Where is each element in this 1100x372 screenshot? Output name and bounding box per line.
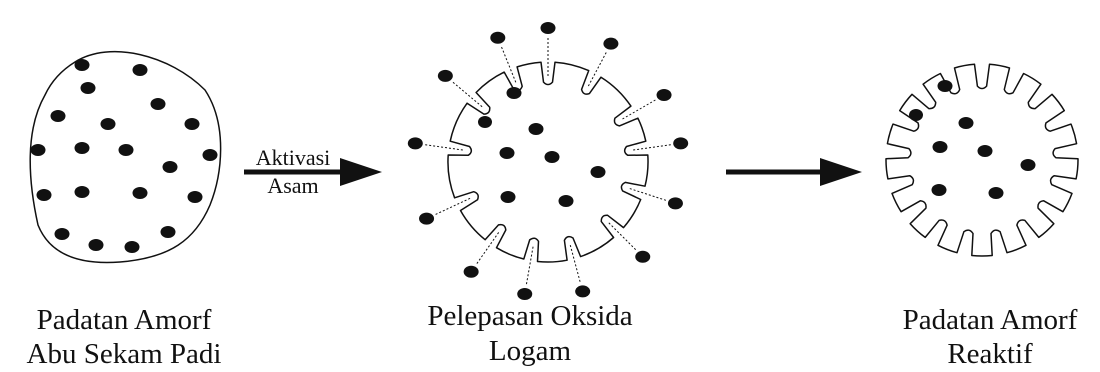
released-oxide-dot: [575, 285, 591, 298]
arrow-label-bottom: Asam: [267, 173, 319, 198]
stage-2-caption-line2: Logam: [488, 335, 572, 367]
released-oxide-dot: [603, 37, 619, 50]
released-oxide-dot: [667, 197, 683, 210]
stage-1-caption-line1: Padatan Amorf: [36, 304, 212, 336]
stage-2-caption-line1: Pelepasan Oksida: [427, 300, 633, 332]
released-oxide-dot: [463, 265, 479, 278]
release-path: [525, 246, 534, 285]
released-oxide-dot: [673, 137, 689, 150]
remaining-oxide-dots: [909, 80, 1036, 199]
activation-arrow: [244, 158, 382, 186]
metal-oxide-dots: [30, 59, 218, 253]
released-oxide-dot: [437, 69, 453, 82]
stage-3-particle: [885, 63, 1079, 257]
released-oxide-dot: [656, 89, 672, 101]
stage-2-particle: [407, 22, 689, 300]
released-oxide-dot: [419, 212, 435, 225]
released-oxide-dot: [635, 250, 651, 263]
released-oxide-dot: [490, 31, 506, 44]
release-path: [629, 188, 667, 201]
second-arrow: [726, 158, 862, 186]
released-oxide-dots: [407, 22, 689, 300]
released-oxide-dot: [540, 22, 556, 34]
released-oxide-dot: [407, 137, 423, 150]
stage-1-particle: [29, 50, 222, 264]
release-path: [501, 46, 517, 83]
stage-3-caption-line2: Reaktif: [947, 338, 1033, 370]
stage-3-caption-line1: Padatan Amorf: [902, 304, 1078, 336]
amorphous-particle-outline: [29, 50, 222, 264]
release-path: [633, 144, 671, 151]
reactive-particle-outline: [885, 63, 1079, 257]
release-path: [425, 144, 463, 151]
arrow-label-top: Aktivasi: [255, 145, 331, 170]
stage-1-caption-line2: Abu Sekam Padi: [26, 338, 222, 370]
inner-oxide-dots: [478, 87, 606, 207]
release-path: [435, 197, 471, 215]
released-oxide-dot: [517, 287, 533, 300]
release-path: [587, 52, 607, 87]
